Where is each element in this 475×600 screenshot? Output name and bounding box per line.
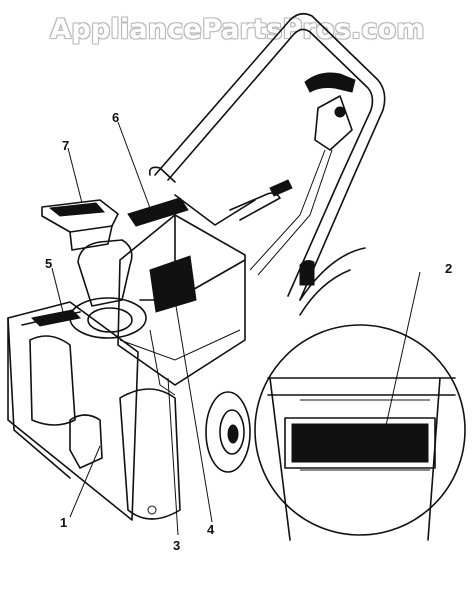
auger-housing	[7, 301, 181, 521]
callout-4: 4	[207, 522, 215, 537]
leader-lines	[51, 121, 421, 536]
callout-3: 3	[173, 538, 180, 553]
handle-assembly	[148, 12, 386, 301]
watermark-text: AppliancePartsPros.com	[50, 14, 425, 45]
callout-6: 6	[112, 110, 119, 125]
callout-2: 2	[445, 261, 452, 276]
callout-5: 5	[45, 256, 52, 271]
detail-inset	[254, 247, 466, 541]
wheel	[205, 391, 251, 473]
callout-1: 1	[60, 515, 67, 530]
callout-7: 7	[62, 138, 69, 153]
